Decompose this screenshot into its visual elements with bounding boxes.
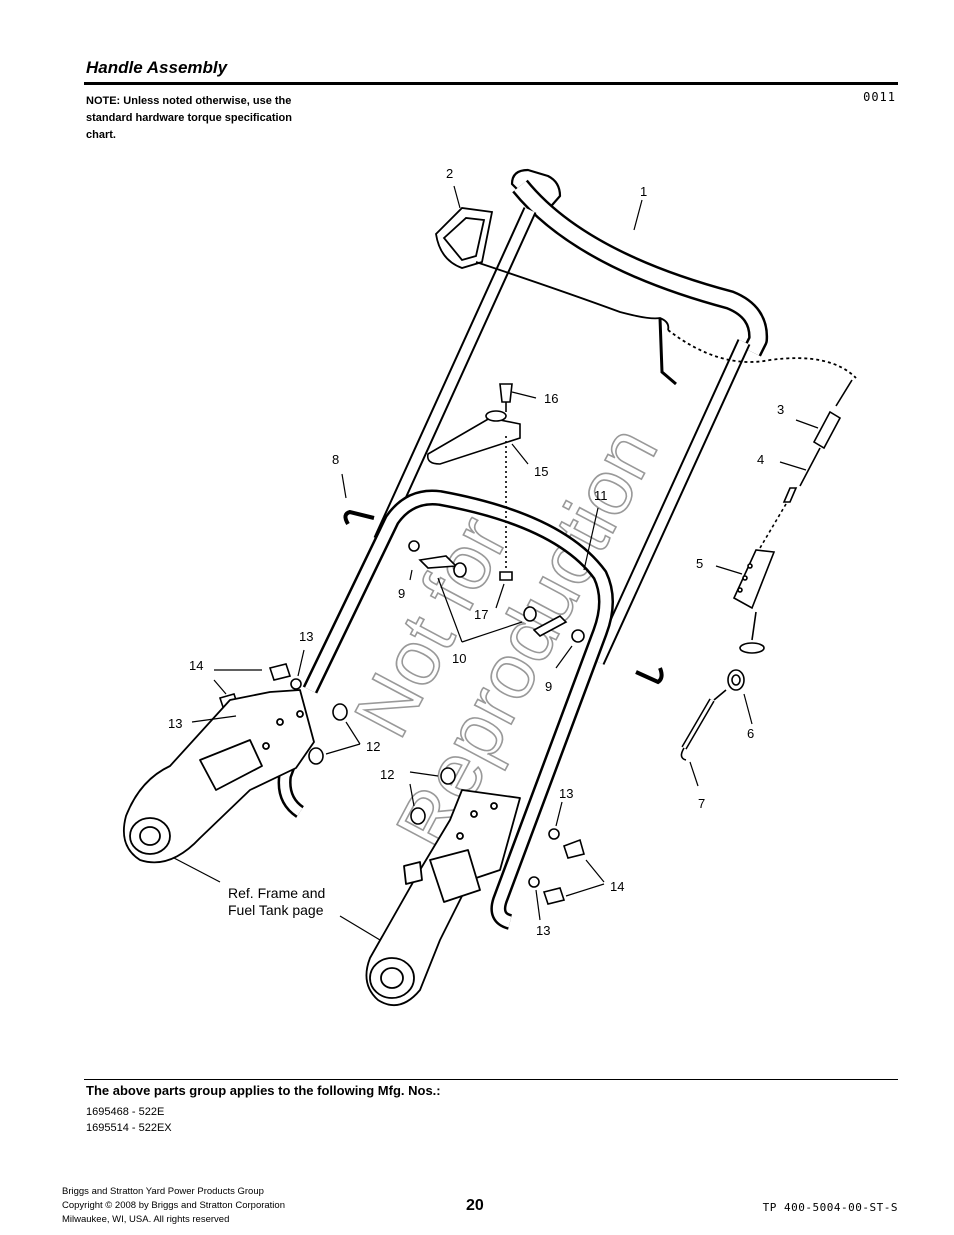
lower-handle	[277, 489, 614, 930]
spring-assembly	[680, 611, 765, 761]
cable-fittings	[759, 379, 853, 549]
page-title: Handle Assembly	[86, 58, 228, 77]
control-lever	[435, 207, 857, 386]
callout-labels: 2 1 3 4 5 6 7 8 9 9 10 11 12 12 13 13 13…	[168, 166, 784, 938]
callout-17: 17	[474, 607, 488, 622]
callout-9-right: 9	[545, 679, 552, 694]
leader-lines	[173, 185, 819, 941]
callout-12-upper: 12	[366, 739, 380, 754]
reference-note-line-1: Ref. Frame and	[228, 885, 325, 901]
reference-note-line-2: Fuel Tank page	[228, 902, 324, 918]
title-divider	[84, 82, 898, 85]
callout-4: 4	[757, 452, 764, 467]
callout-3: 3	[777, 402, 784, 417]
callout-11: 11	[594, 488, 608, 503]
callout-13-lower-right: 13	[536, 923, 550, 938]
mfg-item: 1695468 - 522E	[86, 1106, 165, 1118]
cross-bracket	[426, 383, 521, 581]
callout-5: 5	[696, 556, 703, 571]
j-bolts	[343, 509, 664, 685]
callout-12-lower: 12	[380, 767, 394, 782]
applies-divider	[84, 1079, 898, 1080]
document-code: TP 400-5004-00-ST-S	[762, 1201, 898, 1214]
callout-15: 15	[534, 464, 548, 479]
page-number: 20	[466, 1197, 484, 1214]
torque-note: NOTE: Unless noted otherwise, use the st…	[86, 95, 292, 141]
mfg-list: 1695468 - 522E 1695514 - 522EX	[86, 1104, 172, 1136]
left-frame-plate	[122, 689, 315, 864]
callout-2: 2	[446, 166, 453, 181]
callout-7: 7	[698, 796, 705, 811]
callout-13-upper-left: 13	[299, 629, 313, 644]
right-frame-plate	[365, 789, 521, 1007]
callout-1: 1	[640, 184, 647, 199]
diagram-code: 0011	[863, 90, 896, 104]
applies-heading: The above parts group applies to the fol…	[86, 1083, 441, 1098]
footer-location: Milwaukee, WI, USA. All rights reserved	[62, 1214, 230, 1225]
footer-copyright: Copyright © 2008 by Briggs and Stratton …	[62, 1200, 285, 1211]
cable-bracket	[732, 549, 776, 610]
callout-14-right: 14	[610, 879, 624, 894]
callout-13-lower-left: 13	[168, 716, 182, 731]
callout-14-left: 14	[189, 658, 203, 673]
callout-10: 10	[452, 651, 466, 666]
mfg-item: 1695514 - 522EX	[86, 1122, 172, 1134]
upper-handle	[373, 168, 769, 665]
callout-6: 6	[747, 726, 754, 741]
callout-9-left: 9	[398, 586, 405, 601]
callout-16: 16	[544, 391, 558, 406]
callout-8: 8	[332, 452, 339, 467]
footer-company: Briggs and Stratton Yard Power Products …	[62, 1186, 264, 1197]
handle-knobs	[408, 540, 585, 643]
footer-company-block: Briggs and Stratton Yard Power Products …	[62, 1185, 285, 1227]
callout-13-upper-right: 13	[559, 786, 573, 801]
